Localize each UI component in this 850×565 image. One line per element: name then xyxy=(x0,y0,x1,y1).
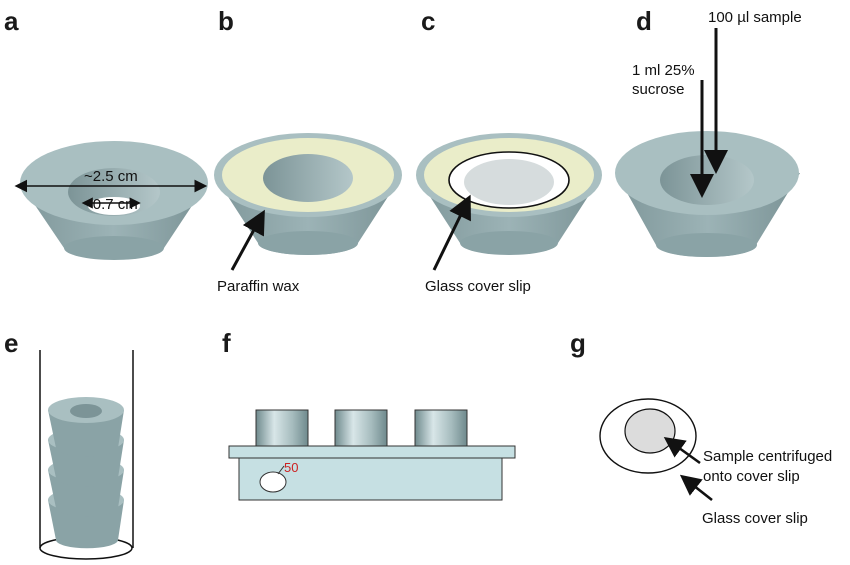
panel-letter-g: g xyxy=(570,328,586,358)
sample-centrifuged-line1: Sample centrifuged xyxy=(703,448,832,465)
panel-letter-f: f xyxy=(222,328,231,358)
glass-cover-slip-arrow-g xyxy=(679,474,713,502)
sample-centrifuged-line2: onto cover slip xyxy=(703,468,800,485)
well-number-leader xyxy=(277,465,285,475)
well-number: 50 xyxy=(284,460,298,475)
ring-d xyxy=(615,131,800,257)
cup-2 xyxy=(334,409,388,447)
sample-volume-label: 100 µl sample xyxy=(708,9,802,26)
paraffin-wax-label: Paraffin wax xyxy=(217,278,300,295)
inner-diameter-label: ~0.7 cm xyxy=(84,196,138,213)
panel-letter-b: b xyxy=(218,6,234,36)
sample-spot xyxy=(624,408,676,454)
rotor-lid xyxy=(228,445,516,459)
glass-cover-slip-label-g: Glass cover slip xyxy=(702,510,808,527)
glass-cover-slip-label-c: Glass cover slip xyxy=(425,278,531,295)
paraffin-wax-arrow xyxy=(230,209,265,271)
ring-b xyxy=(214,133,402,255)
outer-diameter-label: ~2.5 cm xyxy=(84,168,138,185)
panel-letter-d: d xyxy=(636,6,652,36)
panel-letter-c: c xyxy=(421,6,435,36)
cup-1 xyxy=(255,409,309,447)
sample-spot-arrow xyxy=(663,436,701,465)
glass-cover-slip-arrow-c xyxy=(432,194,471,271)
stacked-rings xyxy=(48,397,124,549)
sucrose-label-line2: sucrose xyxy=(632,81,685,98)
sucrose-label-line1: 1 ml 25% xyxy=(632,62,695,79)
ring-c xyxy=(416,133,602,255)
rotor-hole xyxy=(259,471,287,493)
panel-letter-a: a xyxy=(4,6,19,36)
panel-letter-e: e xyxy=(4,328,18,358)
cup-3 xyxy=(414,409,468,447)
